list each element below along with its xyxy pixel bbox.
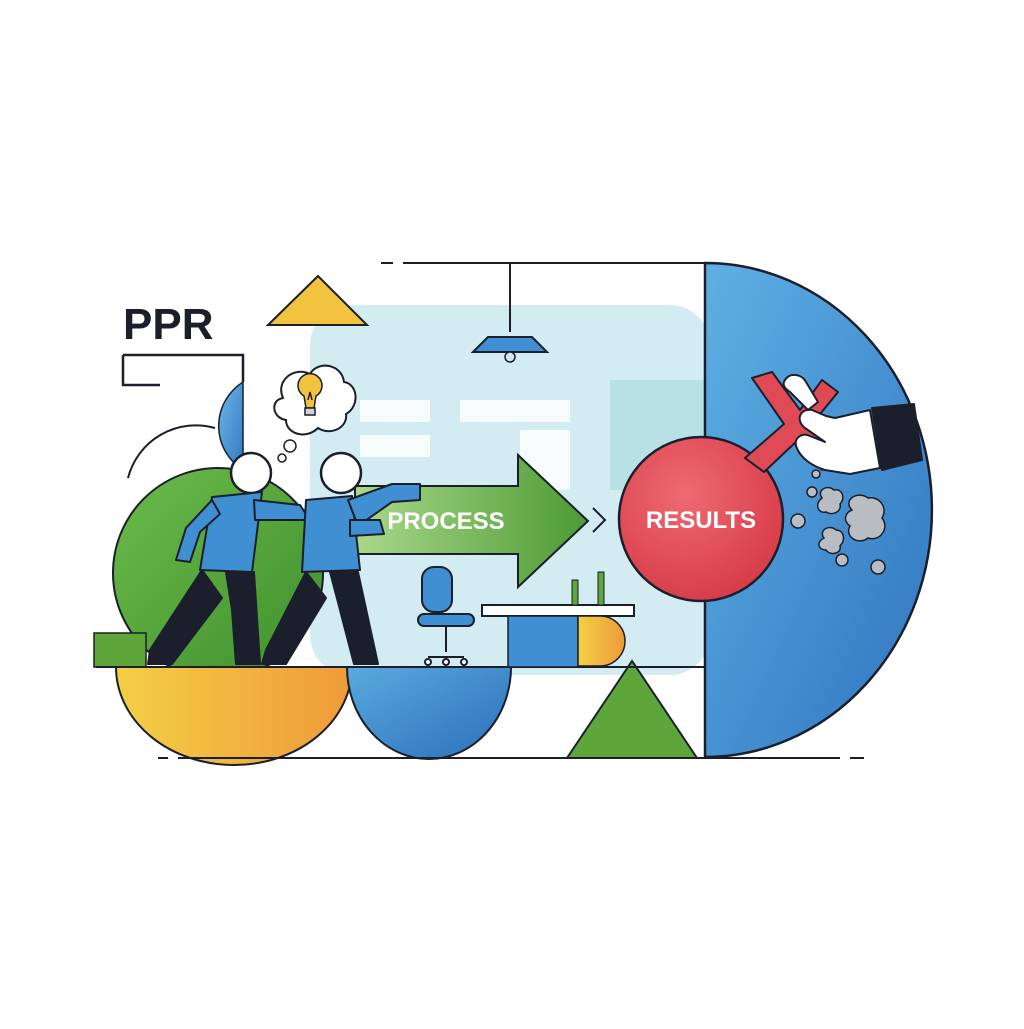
chevron-right-icon bbox=[592, 507, 607, 533]
person-figure-right bbox=[261, 451, 421, 665]
ppr-heading: PPR bbox=[123, 300, 213, 349]
heading-bracket bbox=[121, 353, 245, 387]
ceiling-lamp-icon bbox=[470, 263, 550, 363]
person-figure-left bbox=[147, 451, 311, 665]
office-chair-icon bbox=[417, 566, 475, 666]
lightbulb-icon bbox=[297, 372, 323, 416]
yellow-triangle bbox=[265, 274, 370, 326]
yellow-half-circle bbox=[114, 666, 354, 766]
decorative-arc bbox=[127, 424, 216, 479]
green-triangle bbox=[565, 659, 699, 759]
green-block bbox=[93, 632, 147, 668]
results-label: RESULTS bbox=[646, 507, 756, 534]
hand-icon bbox=[782, 374, 923, 475]
results-circle: RESULTS bbox=[617, 435, 785, 603]
blue-semicircle-bottom bbox=[345, 666, 513, 760]
desk bbox=[481, 571, 635, 668]
process-label: PROCESS bbox=[387, 508, 504, 535]
debris bbox=[790, 469, 886, 575]
